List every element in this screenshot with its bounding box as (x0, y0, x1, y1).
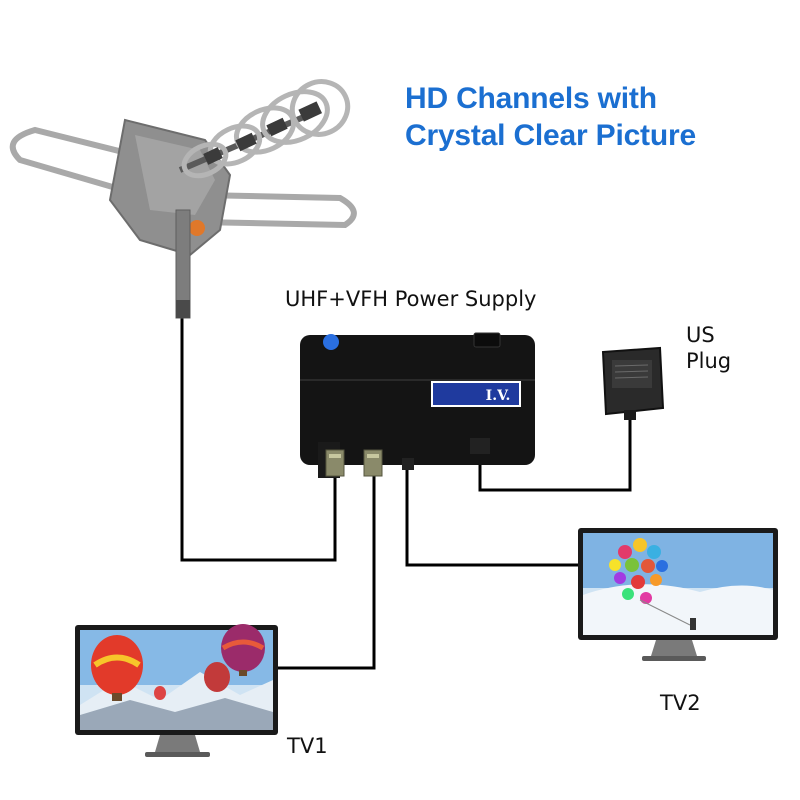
antenna-icon (9, 79, 357, 319)
power-supply-box: I.V. (300, 332, 535, 478)
us-plug-label-line-2: Plug (686, 349, 732, 373)
cable-box-to-tv1 (277, 475, 376, 670)
power-supply-label: UHF+VFH Power Supply (285, 287, 537, 311)
tv2-balloons (609, 538, 668, 604)
tv2-icon (578, 528, 778, 661)
tv1-label: TV1 (287, 734, 328, 758)
power-switch (473, 332, 501, 348)
headline-line-1: HD Channels with (405, 82, 657, 115)
us-plug-label: US Plug (686, 322, 766, 374)
cable-box-to-tv2 (405, 470, 578, 567)
tv2-label: TV2 (660, 691, 701, 715)
us-plug-label-line-1: US (686, 323, 715, 347)
tv1-icon (75, 624, 278, 757)
box-sticker-text: I.V. (486, 388, 511, 404)
box-connectors (325, 449, 383, 477)
cable-antenna-to-box (180, 318, 337, 562)
power-led (323, 334, 339, 350)
headline: HD Channels with Crystal Clear Picture (405, 80, 785, 154)
headline-line-2: Crystal Clear Picture (405, 119, 696, 152)
cable-box-to-plug (478, 418, 632, 492)
us-plug-icon (601, 346, 665, 420)
box-sticker (431, 381, 521, 407)
cables (180, 318, 632, 670)
